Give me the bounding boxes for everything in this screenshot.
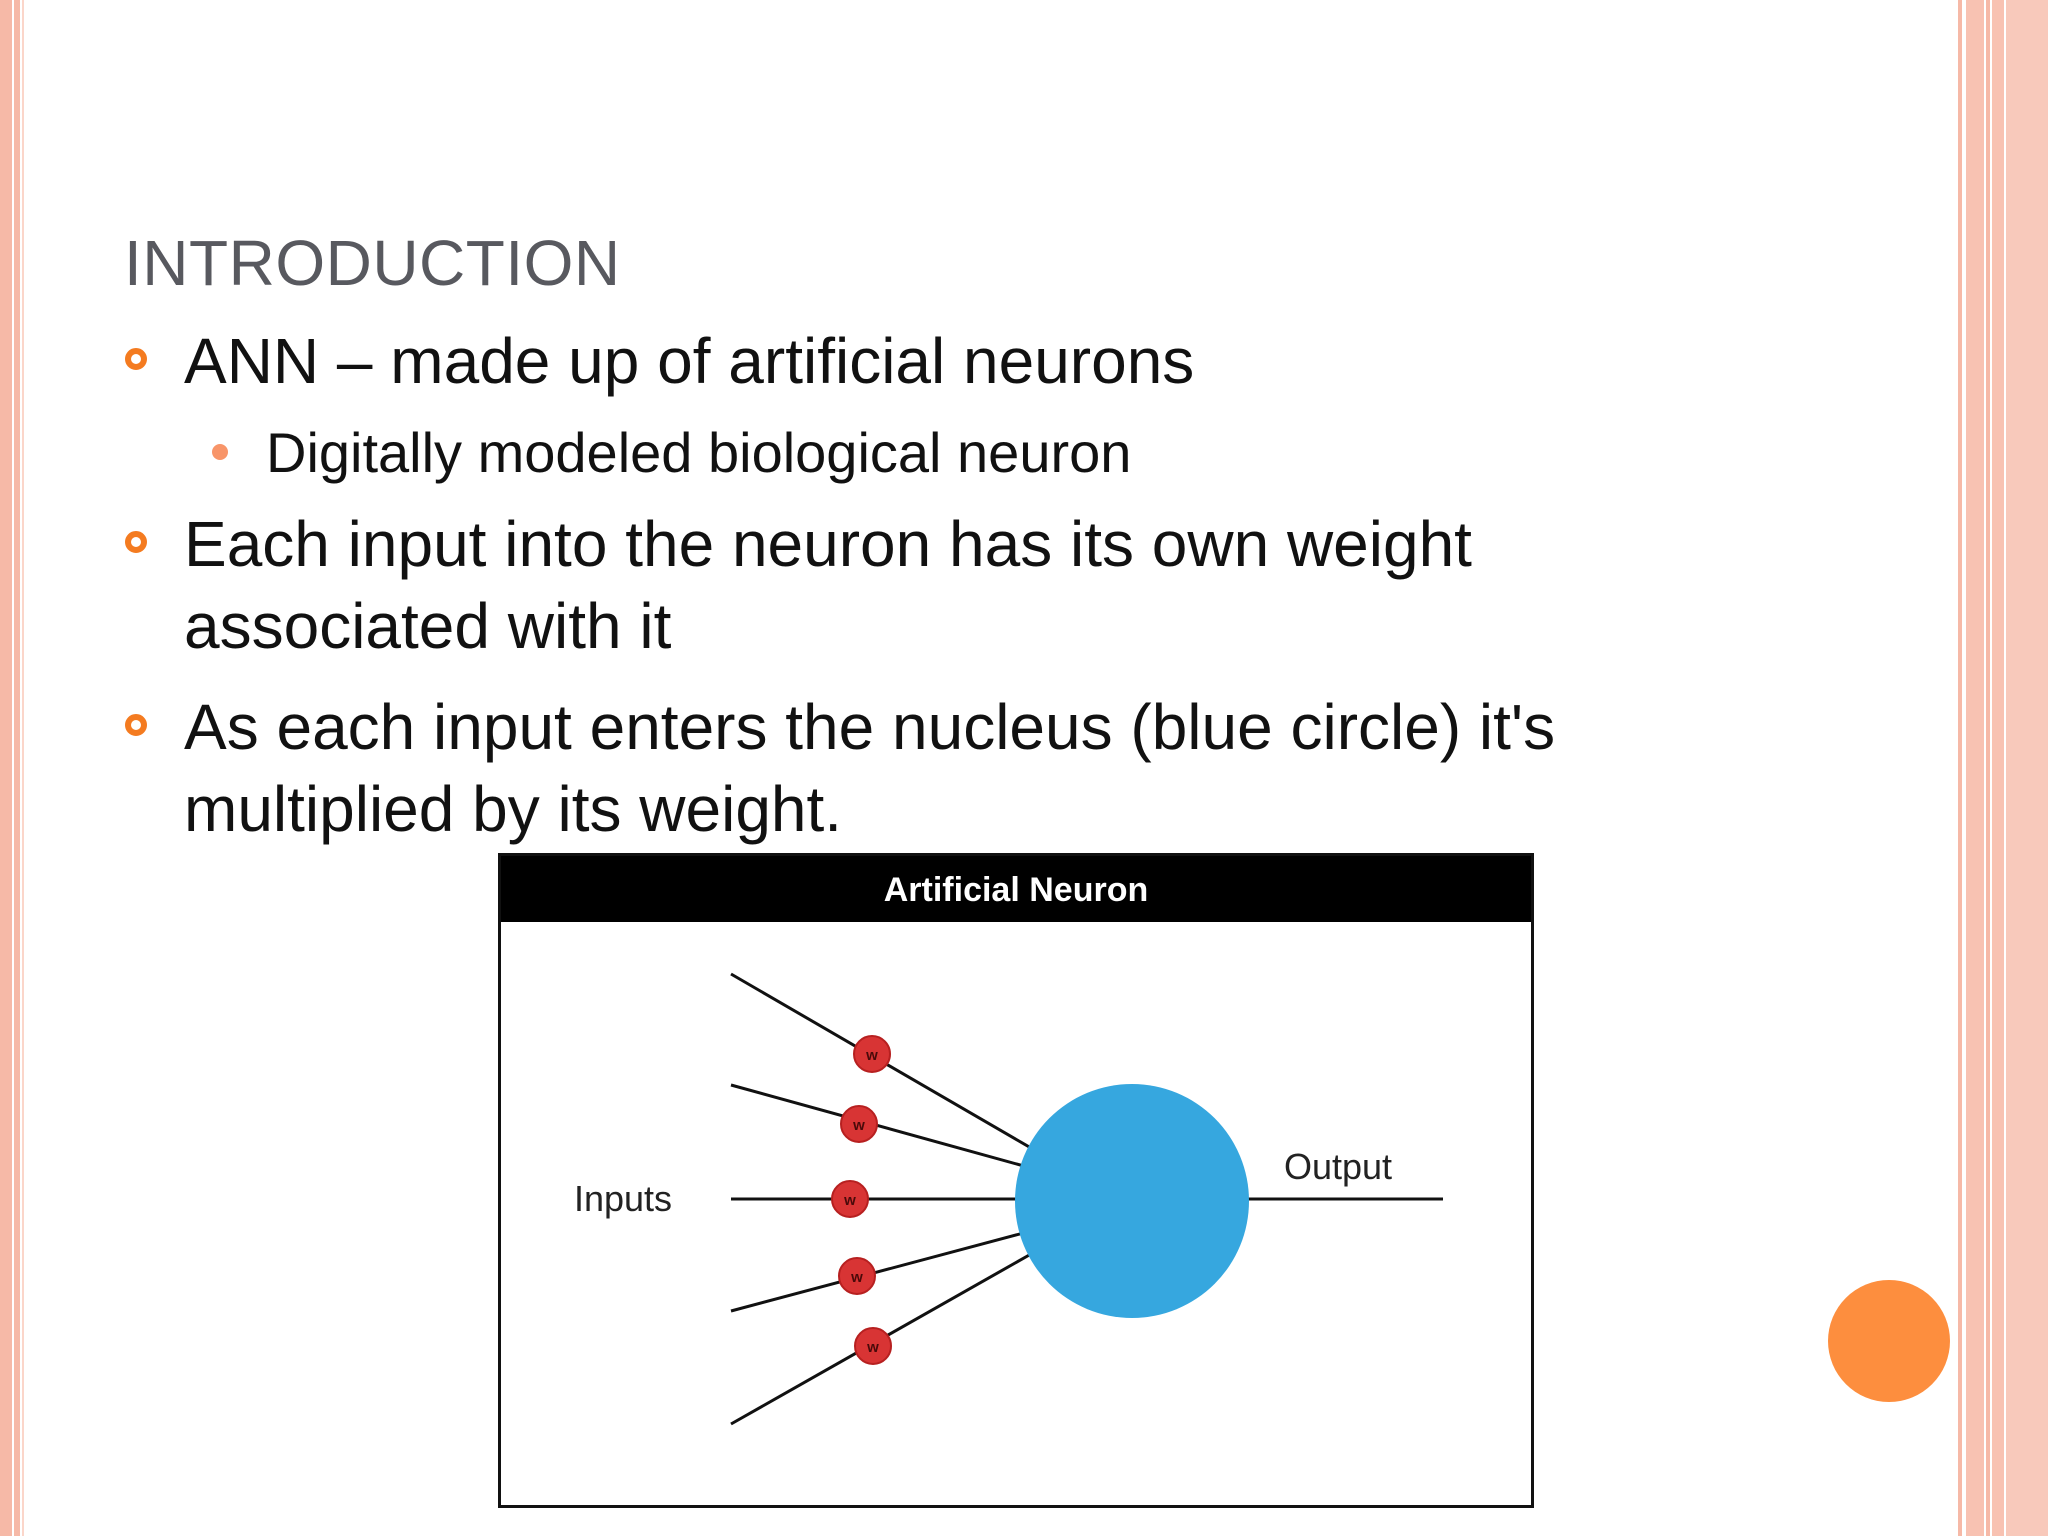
bullet-circle-icon [125,714,147,736]
svg-text:w: w [852,1117,865,1134]
right-border-stripe [1986,0,1990,1536]
slide-title: INTRODUCTION [124,227,621,299]
bullet-circle-icon [125,531,147,553]
input-line [730,1083,1032,1170]
diagram-title: Artificial Neuron [884,871,1148,909]
bullet-text: Each input into the neuron has its own w… [184,508,1472,662]
bullet-item: As each input enters the nucleus (blue c… [125,686,1744,850]
svg-text:w: w [865,1047,878,1064]
sub-bullet-item: Digitally modeled biological neuron [212,418,1132,488]
right-border-stripe [1992,0,2004,1536]
right-border-stripe [1966,0,1984,1536]
svg-text:w: w [850,1269,863,1286]
sub-bullet-text: Digitally modeled biological neuron [266,421,1132,484]
inputs-label: Inputs [574,1178,672,1219]
right-border-stripe [2006,0,2048,1536]
left-border-stripe [0,0,12,1536]
bullet-text: As each input enters the nucleus (blue c… [184,691,1556,845]
bullet-dot-icon [212,444,228,460]
weight-node: w [838,1257,876,1295]
weight-node: w [831,1180,869,1218]
svg-text:w: w [866,1339,879,1356]
neuron-diagram: Artificial Neuron w w w [501,856,1531,1426]
output-label: Output [1284,1146,1392,1187]
nucleus-circle [1015,1084,1249,1318]
bullet-circle-icon [125,348,147,370]
weight-node: w [854,1327,892,1365]
left-border-stripe [22,0,24,1536]
artificial-neuron-figure: Artificial Neuron w w w [498,853,1534,1508]
svg-text:w: w [843,1192,856,1209]
bullet-text: ANN – made up of artificial neurons [184,325,1195,397]
bullet-item: Each input into the neuron has its own w… [125,503,1744,667]
left-border-stripe [14,0,20,1536]
weight-node: w [840,1105,878,1143]
decorative-orange-dot [1828,1280,1950,1402]
weight-node: w [853,1035,891,1073]
diagram-header [501,856,1531,922]
bullet-item: ANN – made up of artificial neurons [125,320,1744,402]
input-line [730,1229,1032,1313]
right-border-stripe [1958,0,1962,1536]
